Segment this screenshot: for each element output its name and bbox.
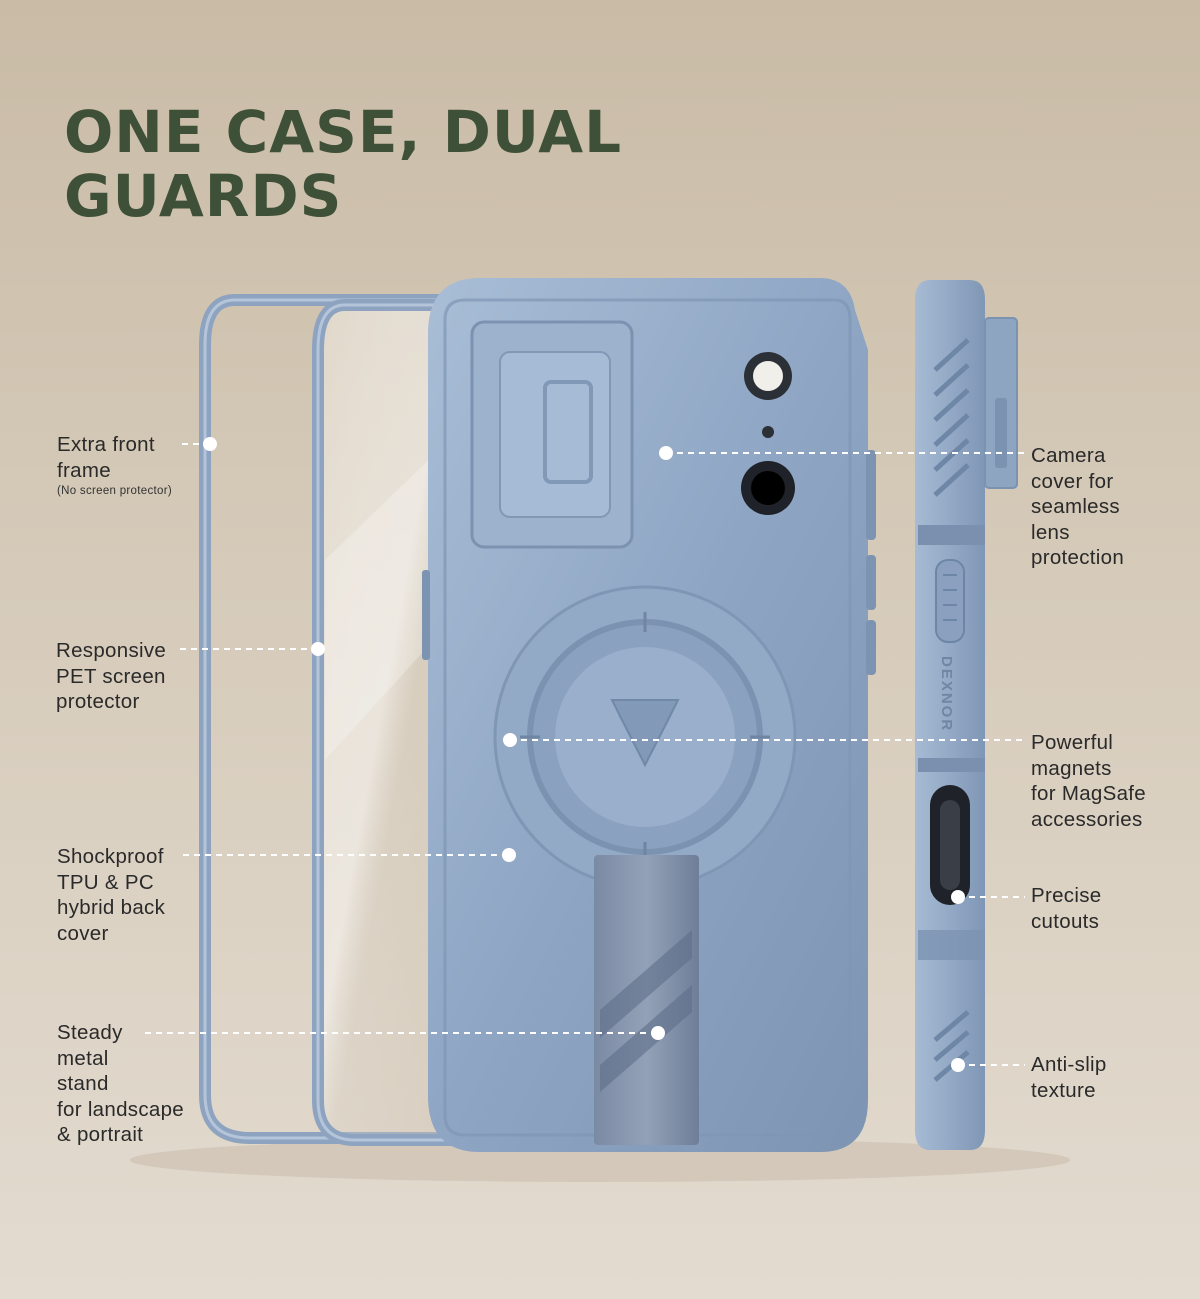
- callout-cutouts: Precise cutouts: [1031, 883, 1101, 934]
- callout-note: (No screen protector): [57, 485, 172, 497]
- callout-line: texture: [1031, 1078, 1096, 1102]
- callout-line: metal: [57, 1046, 109, 1070]
- callout-line: Camera: [1031, 444, 1106, 467]
- side-view-graphic: DEXNOR: [915, 280, 1018, 1150]
- callout-leaders: [145, 443, 1025, 1066]
- callout-line: seamless: [1031, 495, 1120, 518]
- callout-dot: [659, 446, 673, 460]
- callout-magnets: Powerful magnets for MagSafe accessories: [1031, 730, 1146, 832]
- callout-line: Shockproof: [57, 845, 164, 868]
- callout-line: cover for: [1031, 469, 1114, 493]
- front-frame-graphic: [199, 294, 466, 1144]
- callout-line: stand: [57, 1072, 109, 1095]
- callout-metal-stand: Steady metal stand for landscape & portr…: [57, 1020, 184, 1148]
- callout-line: PET screen: [56, 664, 166, 688]
- callout-line: accessories: [1031, 807, 1143, 831]
- headline-line-2: GUARDS: [64, 162, 343, 230]
- callout-line: Anti-slip: [1031, 1053, 1107, 1076]
- callout-back-cover: Shockproof TPU & PC hybrid back cover: [57, 844, 165, 946]
- headline: ONE CASE, DUAL GUARDS: [64, 100, 704, 228]
- callout-line: cutouts: [1031, 909, 1100, 933]
- callout-line: frame: [57, 458, 111, 482]
- callout-anti-slip: Anti-slip texture: [1031, 1052, 1107, 1103]
- callout-line: Powerful: [1031, 731, 1114, 754]
- callout-line: for MagSafe: [1031, 782, 1146, 805]
- callout-line: protector: [56, 690, 140, 713]
- callout-line: magnets: [1031, 756, 1112, 780]
- callout-dot: [651, 1026, 665, 1040]
- callout-line: protection: [1031, 546, 1125, 569]
- callout-screen-protector: Responsive PET screen protector: [56, 638, 166, 715]
- callout-dot: [311, 642, 325, 656]
- callout-line: TPU & PC: [57, 870, 154, 894]
- callout-line: cover: [57, 921, 109, 945]
- callout-front-frame: Extra front frame (No screen protector): [57, 432, 172, 499]
- callout-dot: [502, 848, 516, 862]
- callout-dots: [203, 437, 965, 1072]
- callout-line: lens: [1031, 520, 1070, 544]
- callout-line: Steady: [57, 1021, 123, 1044]
- back-cover-graphic: [422, 278, 876, 1152]
- callout-camera-cover: Camera cover for seamless lens protectio…: [1031, 443, 1124, 571]
- callout-line: Precise: [1031, 884, 1102, 907]
- callout-line: Responsive: [56, 639, 167, 662]
- headline-line-1: ONE CASE, DUAL: [64, 98, 623, 166]
- callout-dot: [203, 437, 217, 451]
- callout-dot: [951, 890, 965, 904]
- callout-dot: [951, 1058, 965, 1072]
- callout-dot: [503, 733, 517, 747]
- side-brand-text: DEXNOR: [938, 656, 955, 732]
- callout-line: & portrait: [57, 1123, 144, 1146]
- callout-line: hybrid back: [57, 896, 166, 919]
- callout-line: Extra front: [57, 433, 155, 456]
- callout-line: for landscape: [57, 1097, 184, 1121]
